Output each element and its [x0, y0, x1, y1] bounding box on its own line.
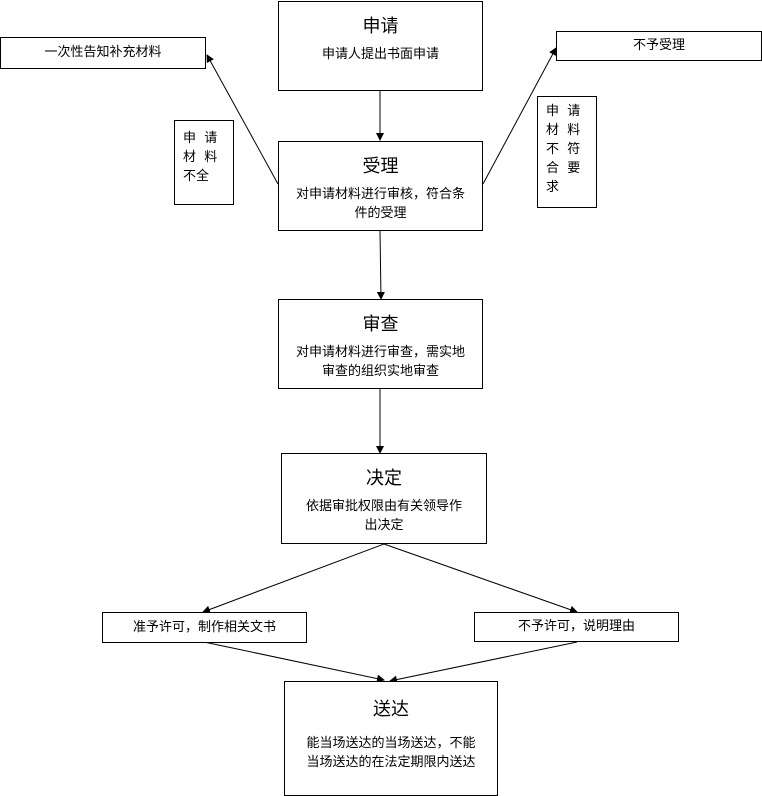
- node-deliver-desc-line-2: 当场送达的在法定期限内送达: [306, 755, 476, 770]
- node-review-desc-line-2: 审查的组织实地审查: [321, 364, 439, 379]
- side-reject-accept-label: 不予受理: [632, 38, 685, 53]
- note-incomplete-line-2: 材 料: [183, 150, 218, 165]
- node-apply-desc: 申请人提出书面申请: [321, 47, 439, 62]
- side-deny-label: 不予许可，说明理由: [517, 619, 635, 634]
- node-apply-title: 申请: [362, 16, 399, 37]
- node-apply: 申请 申请人提出书面申请: [278, 1, 483, 91]
- node-review: 审查 对申请材料进行审查，需实地 审查的组织实地审查: [278, 299, 483, 389]
- node-review-desc-line-1: 对申请材料进行审查，需实地: [295, 345, 465, 360]
- arrow-decide-to-deny: [383, 543, 578, 614]
- note-nonconform-line-2: 材 料: [546, 123, 581, 138]
- node-accept: 受理 对申请材料进行审核，符合条 件的受理: [278, 141, 483, 231]
- node-accept-desc-line-2: 件的受理: [354, 206, 407, 221]
- node-decide: 决定 依据审批权限由有关领导作 出决定: [281, 453, 487, 544]
- node-decide-desc-line-1: 依据审批权限由有关领导作: [305, 499, 462, 514]
- node-review-title: 审查: [362, 314, 399, 335]
- arrow-accept-to-reject: [482, 47, 557, 185]
- node-decide-title: 决定: [366, 468, 402, 489]
- note-incomplete-line-3: 不全: [183, 169, 210, 184]
- arrow-accept-to-review: [376, 230, 385, 300]
- arrow-decide-to-grant: [202, 543, 385, 614]
- note-incomplete-line-1: 申 请: [183, 131, 218, 146]
- arrow-grant-to-deliver: [203, 641, 385, 683]
- note-nonconform-line-3: 不 符: [546, 142, 581, 157]
- note-nonconform: 申 请 材 料 不 符 合 要 求: [537, 96, 597, 208]
- side-grant: 准予许可，制作相关文书: [102, 612, 307, 643]
- side-grant-label: 准予许可，制作相关文书: [132, 620, 276, 635]
- arrow-accept-to-notify: [206, 54, 279, 185]
- node-deliver: 送达 能当场送达的当场送达，不能 当场送达的在法定期限内送达: [284, 681, 498, 796]
- node-decide-desc-line-2: 出决定: [364, 518, 404, 533]
- node-deliver-title: 送达: [373, 699, 409, 720]
- note-nonconform-line-1: 申 请: [546, 104, 581, 119]
- side-notify: 一次性告知补充材料: [0, 37, 206, 69]
- side-notify-label: 一次性告知补充材料: [44, 45, 162, 60]
- node-deliver-desc-line-1: 能当场送达的当场送达，不能: [306, 736, 476, 751]
- node-accept-title: 受理: [362, 156, 399, 177]
- arrow-deny-to-deliver: [389, 641, 578, 684]
- side-reject-accept: 不予受理: [556, 31, 762, 61]
- node-accept-desc-line-1: 对申请材料进行审核，符合条: [295, 187, 465, 202]
- note-incomplete: 申 请 材 料 不全: [174, 120, 234, 205]
- note-nonconform-line-4: 合 要: [546, 161, 581, 176]
- side-deny: 不予许可，说明理由: [474, 612, 679, 642]
- note-nonconform-line-5: 求: [546, 180, 560, 195]
